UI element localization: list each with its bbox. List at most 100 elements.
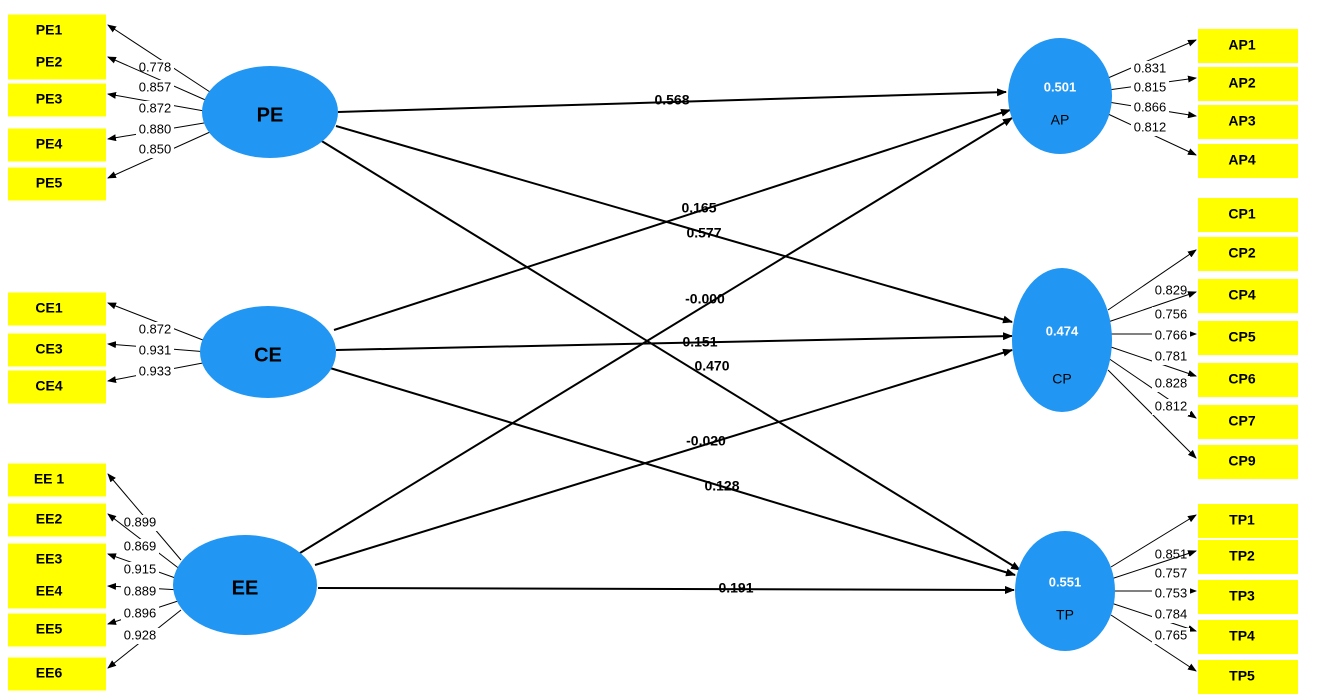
loading-label-background bbox=[1131, 80, 1169, 96]
loading-value-ce-2: 0.933 bbox=[139, 363, 172, 378]
loading-value-ee-5: 0.928 bbox=[124, 627, 157, 642]
latent-name: CE bbox=[254, 344, 282, 366]
loading-value-cp-1: 0.829 bbox=[1155, 282, 1188, 297]
loading-label-background bbox=[1131, 61, 1169, 77]
indicator-label: PE2 bbox=[36, 54, 63, 70]
loading-value-cp-4: 0.781 bbox=[1155, 348, 1188, 363]
indicator-pe2: PE2 bbox=[8, 46, 106, 80]
indicator-ee2: EE2 bbox=[8, 503, 106, 537]
indicator-label: PE5 bbox=[36, 175, 63, 191]
path-ee-tp-arrow bbox=[317, 585, 1015, 594]
loading-label-background bbox=[1131, 100, 1169, 116]
indicator-cp4: CP4 bbox=[1198, 279, 1298, 313]
loading-value-ce-0: 0.872 bbox=[139, 321, 172, 336]
loading-label-background bbox=[1152, 607, 1190, 623]
path-pe-ap-coefficient: 0.568 bbox=[654, 92, 689, 108]
indicator-box bbox=[8, 14, 106, 48]
indicator-box bbox=[1198, 67, 1298, 101]
indicator-ce4: CE4 bbox=[8, 370, 106, 404]
indicator-box bbox=[1198, 321, 1298, 355]
loading-label-background bbox=[136, 122, 174, 138]
indicator-box bbox=[1198, 580, 1298, 614]
indicator-label: EE5 bbox=[36, 621, 63, 637]
loading-value-ap-2: 0.866 bbox=[1134, 99, 1167, 114]
loading-label-background bbox=[1152, 566, 1190, 582]
loading-value-ee-1: 0.869 bbox=[124, 538, 157, 553]
latent-r-squared: 0.501 bbox=[1044, 79, 1077, 94]
path-ce-ap-arrow bbox=[333, 108, 1011, 331]
indicator-box bbox=[1198, 237, 1298, 271]
loading-label-background bbox=[1131, 120, 1169, 136]
indicator-label: TP2 bbox=[1229, 548, 1255, 564]
indicator-label: CE1 bbox=[35, 300, 62, 316]
loading-label-background bbox=[1152, 307, 1190, 323]
indicator-box bbox=[8, 292, 106, 326]
indicator-box bbox=[8, 370, 106, 404]
loading-value-pe-4: 0.850 bbox=[139, 141, 172, 156]
path-ce-ap-coefficient: 0.165 bbox=[681, 200, 716, 216]
latent-ellipse bbox=[202, 66, 338, 158]
indicator-label: EE6 bbox=[36, 665, 63, 681]
loading-value-ee-3: 0.889 bbox=[124, 583, 157, 598]
indicator-box bbox=[8, 46, 106, 80]
indicator-ce1: CE1 bbox=[8, 292, 106, 326]
indicator-label: EE 1 bbox=[34, 471, 65, 487]
indicator-ap1: AP1 bbox=[1198, 29, 1298, 63]
path-ce-cp-coefficient: 0.151 bbox=[682, 334, 717, 350]
loading-value-tp-1: 0.757 bbox=[1155, 565, 1188, 580]
indicator-label: CP9 bbox=[1228, 453, 1255, 469]
indicator-label: EE4 bbox=[36, 583, 63, 599]
loading-arrow-pe-1 bbox=[107, 56, 211, 103]
loading-value-pe-0: 0.778 bbox=[139, 59, 172, 74]
loading-label-background bbox=[121, 628, 159, 644]
path-ce-tp-coefficient: 0.128 bbox=[704, 478, 739, 494]
latent-r-squared: 0.474 bbox=[1046, 323, 1079, 338]
path-pe-cp-arrow bbox=[335, 125, 1013, 324]
loading-label-background bbox=[121, 606, 159, 622]
indicator-tp3: TP3 bbox=[1198, 580, 1298, 614]
indicator-box bbox=[8, 503, 106, 537]
indicator-box bbox=[1198, 144, 1298, 178]
indicator-ee6: EE6 bbox=[8, 657, 106, 691]
loading-label-background bbox=[1152, 283, 1190, 299]
path-pe-tp-coefficient: 0.470 bbox=[694, 358, 729, 374]
indicator-pe1: PE1 bbox=[8, 14, 106, 48]
indicator-label: PE4 bbox=[36, 136, 63, 152]
loading-label-background bbox=[136, 142, 174, 158]
latent-name: EE bbox=[232, 577, 259, 599]
indicator-pe5: PE5 bbox=[8, 167, 106, 201]
structural-paths bbox=[299, 88, 1021, 594]
indicator-pe3: PE3 bbox=[8, 83, 106, 117]
indicator-ee4: EE4 bbox=[8, 575, 106, 609]
indicator-tp2: TP2 bbox=[1198, 540, 1298, 574]
loading-label-background bbox=[136, 364, 174, 380]
indicator-box bbox=[8, 613, 106, 647]
indicator-tp5: TP5 bbox=[1198, 660, 1298, 694]
loading-value-cp-3: 0.766 bbox=[1155, 327, 1188, 342]
loading-label-background bbox=[1152, 376, 1190, 392]
indicator-box bbox=[8, 463, 106, 497]
latent-ee: EE bbox=[173, 535, 317, 635]
indicator-tp1: TP1 bbox=[1198, 504, 1298, 538]
loading-label-background bbox=[136, 60, 174, 76]
path-pe-cp-coefficient: 0.577 bbox=[686, 225, 721, 241]
loading-label-background bbox=[121, 584, 159, 600]
loading-value-cp-6: 0.812 bbox=[1155, 398, 1188, 413]
loading-label-background bbox=[136, 322, 174, 338]
indicator-ee5: EE5 bbox=[8, 613, 106, 647]
path-ee-ap-coefficient: -0.000 bbox=[685, 291, 725, 307]
loading-value-ee-2: 0.915 bbox=[124, 561, 157, 576]
indicator-label: CP7 bbox=[1228, 413, 1255, 429]
latent-name: AP bbox=[1051, 112, 1070, 128]
loading-label-background bbox=[121, 539, 159, 555]
loading-value-tp-0: 0.851 bbox=[1155, 546, 1188, 561]
indicator-ce3: CE3 bbox=[8, 333, 106, 367]
path-ce-tp-arrow bbox=[329, 367, 1016, 577]
indicator-label: CE3 bbox=[35, 341, 62, 357]
latent-name: CP bbox=[1052, 371, 1071, 387]
indicator-cp6: CP6 bbox=[1198, 363, 1298, 397]
